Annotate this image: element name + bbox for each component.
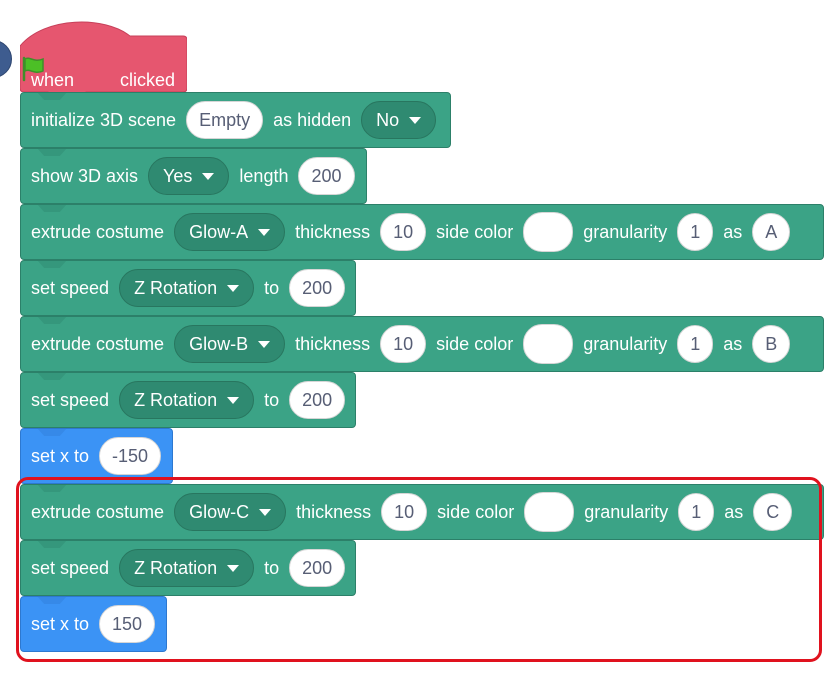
speed-input[interactable]: 200	[289, 269, 346, 307]
side-color-label: side color	[436, 221, 514, 242]
dropdown-value: Z Rotation	[134, 277, 218, 298]
thickness-input[interactable]: 10	[381, 493, 428, 531]
side-color-picker[interactable]	[523, 212, 574, 252]
speed-input[interactable]: 200	[289, 381, 346, 419]
object-name-input[interactable]: C	[753, 493, 793, 531]
to-label: to	[264, 277, 280, 298]
block-label: show 3D axis	[31, 165, 139, 186]
granularity-label: granularity	[583, 221, 668, 242]
initialize-3d-scene-block[interactable]: initialize 3D scene Empty as hidden No	[20, 92, 451, 148]
set-speed-block[interactable]: set speed Z Rotation to 200	[20, 260, 356, 316]
caret-down-icon	[202, 172, 215, 180]
costume-dropdown[interactable]: Glow-B	[174, 325, 286, 363]
as-hidden-label: as hidden	[273, 109, 352, 130]
granularity-input[interactable]: 1	[678, 493, 715, 531]
dropdown-value: Z Rotation	[134, 389, 218, 410]
as-label: as	[724, 501, 744, 522]
granularity-input[interactable]: 1	[677, 325, 714, 363]
block-label: initialize 3D scene	[31, 109, 177, 130]
block-label: set x to	[31, 445, 90, 466]
when-flag-clicked-block[interactable]: when clicked	[20, 16, 187, 92]
dropdown-value: Glow-C	[189, 501, 250, 522]
block-label: set x to	[31, 613, 90, 634]
workspace-control-button[interactable]	[0, 40, 12, 78]
extrude-costume-block[interactable]: extrude costume Glow-C thickness 10 side…	[20, 484, 824, 540]
block-label: extrude costume	[31, 221, 165, 242]
as-label: as	[723, 333, 743, 354]
to-label: to	[264, 557, 280, 578]
caret-down-icon	[227, 564, 240, 572]
block-label: set speed	[31, 389, 110, 410]
highlight-box	[16, 477, 822, 662]
object-name-input[interactable]: B	[752, 325, 791, 363]
set-speed-block[interactable]: set speed Z Rotation to 200	[20, 540, 356, 596]
side-color-picker[interactable]	[524, 492, 575, 532]
dropdown-value: Glow-A	[189, 221, 249, 242]
length-label: length	[239, 165, 289, 186]
x-input[interactable]: -150	[99, 437, 162, 475]
granularity-label: granularity	[584, 501, 669, 522]
thickness-label: thickness	[295, 221, 371, 242]
x-input[interactable]: 150	[99, 605, 156, 643]
rotation-dropdown[interactable]: Z Rotation	[119, 381, 255, 419]
dropdown-value: Z Rotation	[134, 557, 218, 578]
thickness-input[interactable]: 10	[380, 213, 427, 251]
caret-down-icon	[258, 340, 271, 348]
dropdown-value: Glow-B	[189, 333, 249, 354]
axis-dropdown[interactable]: Yes	[148, 157, 230, 195]
thickness-input[interactable]: 10	[380, 325, 427, 363]
block-label: extrude costume	[31, 501, 165, 522]
caret-down-icon	[227, 284, 240, 292]
dropdown-value: No	[376, 109, 400, 130]
green-flag-icon	[22, 56, 110, 93]
dropdown-value: Yes	[163, 165, 193, 186]
object-name-input[interactable]: A	[752, 213, 791, 251]
granularity-input[interactable]: 1	[677, 213, 714, 251]
caret-down-icon	[227, 396, 240, 404]
extrude-costume-block[interactable]: extrude costume Glow-B thickness 10 side…	[20, 316, 824, 372]
show-3d-axis-block[interactable]: show 3D axis Yes length 200	[20, 148, 367, 204]
side-color-label: side color	[436, 333, 514, 354]
costume-dropdown[interactable]: Glow-A	[174, 213, 286, 251]
side-color-label: side color	[437, 501, 515, 522]
costume-dropdown[interactable]: Glow-C	[174, 493, 287, 531]
set-x-block[interactable]: set x to -150	[20, 428, 173, 484]
length-input[interactable]: 200	[298, 157, 355, 195]
clicked-label: clicked	[120, 69, 176, 90]
set-speed-block[interactable]: set speed Z Rotation to 200	[20, 372, 356, 428]
thickness-label: thickness	[296, 501, 372, 522]
as-label: as	[723, 221, 743, 242]
caret-down-icon	[258, 228, 271, 236]
hidden-dropdown[interactable]: No	[361, 101, 437, 139]
block-label: set speed	[31, 557, 110, 578]
when-label: when	[31, 69, 75, 90]
set-x-block[interactable]: set x to 150	[20, 596, 167, 652]
speed-input[interactable]: 200	[289, 549, 346, 587]
side-color-picker[interactable]	[523, 324, 574, 364]
to-label: to	[264, 389, 280, 410]
block-label: extrude costume	[31, 333, 165, 354]
caret-down-icon	[259, 508, 272, 516]
caret-down-icon	[409, 116, 422, 124]
block-label: set speed	[31, 277, 110, 298]
scene-input[interactable]: Empty	[186, 101, 264, 139]
thickness-label: thickness	[295, 333, 371, 354]
rotation-dropdown[interactable]: Z Rotation	[119, 269, 255, 307]
rotation-dropdown[interactable]: Z Rotation	[119, 549, 255, 587]
extrude-costume-block[interactable]: extrude costume Glow-A thickness 10 side…	[20, 204, 824, 260]
granularity-label: granularity	[583, 333, 668, 354]
